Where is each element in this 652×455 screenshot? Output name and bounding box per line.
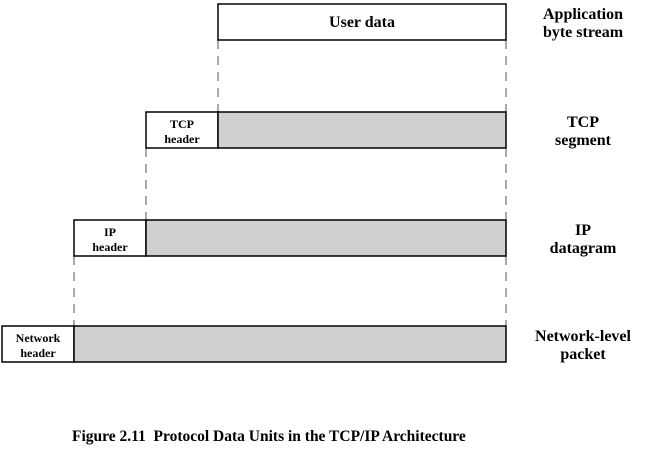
user-data-box bbox=[217, 3, 507, 41]
ip-header-box bbox=[73, 219, 147, 257]
figure-caption: Figure 2.11 Protocol Data Units in the T… bbox=[72, 428, 466, 445]
tcp-header-label-line1: TCP bbox=[170, 117, 194, 131]
ip-header-label-line2: header bbox=[92, 240, 128, 254]
tcp-row: TCP header TCP segment bbox=[145, 111, 612, 149]
tcp-level-label-line1: TCP bbox=[567, 114, 599, 131]
tcp-header-label-line2: header bbox=[164, 132, 200, 146]
network-header-box bbox=[1, 325, 75, 363]
ip-payload-box bbox=[145, 219, 507, 257]
user-data-label: User data bbox=[329, 14, 395, 31]
tcp-level-label-line2: segment bbox=[555, 132, 612, 149]
network-level-label-line1: Network-level bbox=[535, 328, 632, 345]
ip-header-label-line1: IP bbox=[104, 225, 116, 239]
network-header-label-line1: Network bbox=[16, 331, 61, 345]
ip-level-label-line2: datagram bbox=[550, 240, 617, 257]
network-level-label-line2: packet bbox=[560, 346, 606, 363]
ip-row: IP header IP datagram bbox=[73, 219, 617, 257]
application-level-label-line1: Application bbox=[543, 6, 623, 23]
ip-level-label-line1: IP bbox=[575, 222, 591, 239]
application-row: User data Application byte stream bbox=[217, 3, 624, 41]
network-payload-box bbox=[73, 325, 507, 363]
tcp-payload-box bbox=[217, 111, 507, 149]
network-header-label-line2: header bbox=[20, 346, 56, 360]
network-row: Network header Network-level packet bbox=[1, 325, 632, 363]
dashed-guides bbox=[73, 40, 507, 326]
application-level-label-line2: byte stream bbox=[543, 24, 624, 41]
